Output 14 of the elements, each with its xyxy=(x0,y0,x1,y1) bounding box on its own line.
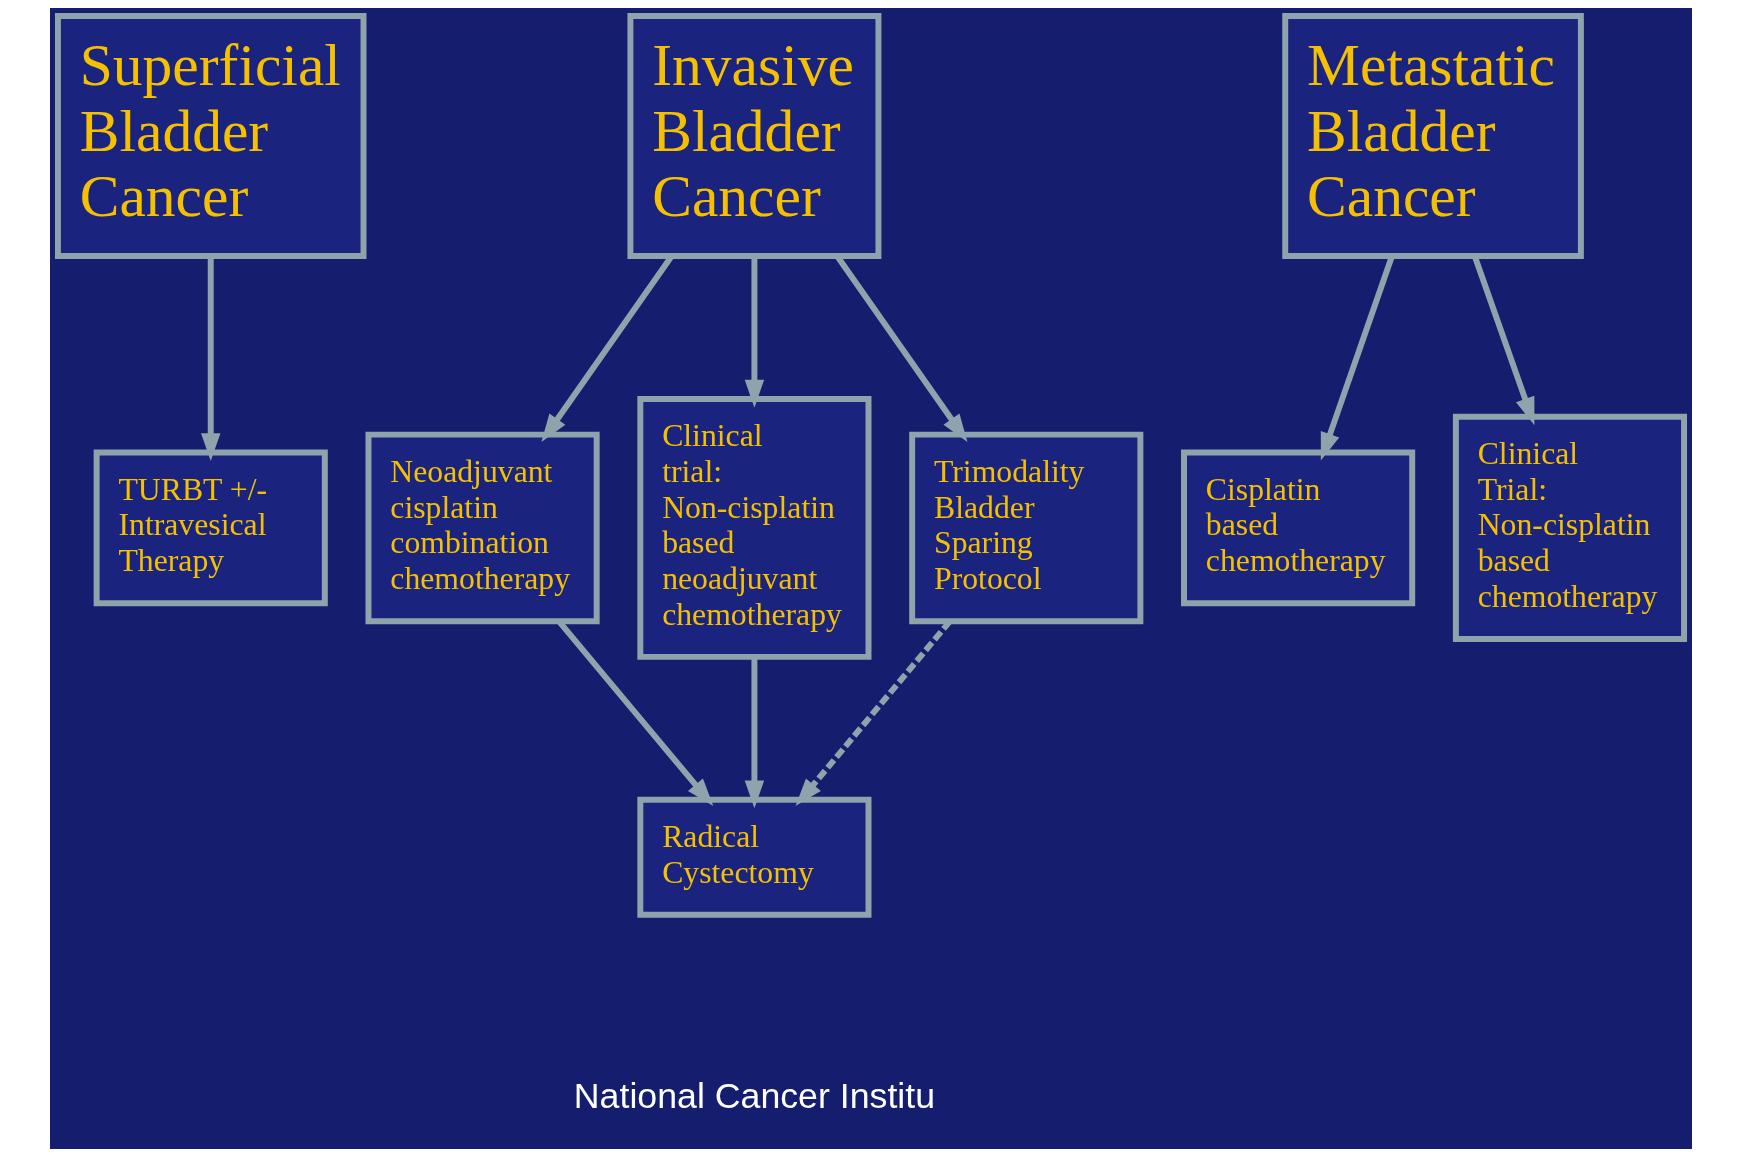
node-box: Metastatic Bladder Cancer xyxy=(1282,12,1584,260)
node-box: Invasive Bladder Cancer xyxy=(627,12,882,260)
node-box: Radical Cystectomy xyxy=(637,796,872,918)
node-box: TURBT +/- Intravesical Therapy xyxy=(93,449,328,607)
node-box: Clinical trial: Non-cisplatin based neoadjuvant chemotherapy xyxy=(637,395,872,660)
arrow xyxy=(744,657,765,809)
arrow xyxy=(744,256,765,408)
arrow xyxy=(200,256,221,462)
node-box: Cisplatin based chemotherapy xyxy=(1181,449,1416,607)
node-box: Trimodality Bladder Sparing Protocol xyxy=(909,431,1144,625)
node-box: Neoadjuvant cisplatin combination chemotherapy xyxy=(365,431,600,625)
label: National Cancer Institu xyxy=(573,1076,936,1117)
node-box: Clinical Trial: Non-cisplatin based chemotherapy xyxy=(1452,413,1688,642)
node-box: Superficial Bladder Cancer xyxy=(54,12,367,260)
